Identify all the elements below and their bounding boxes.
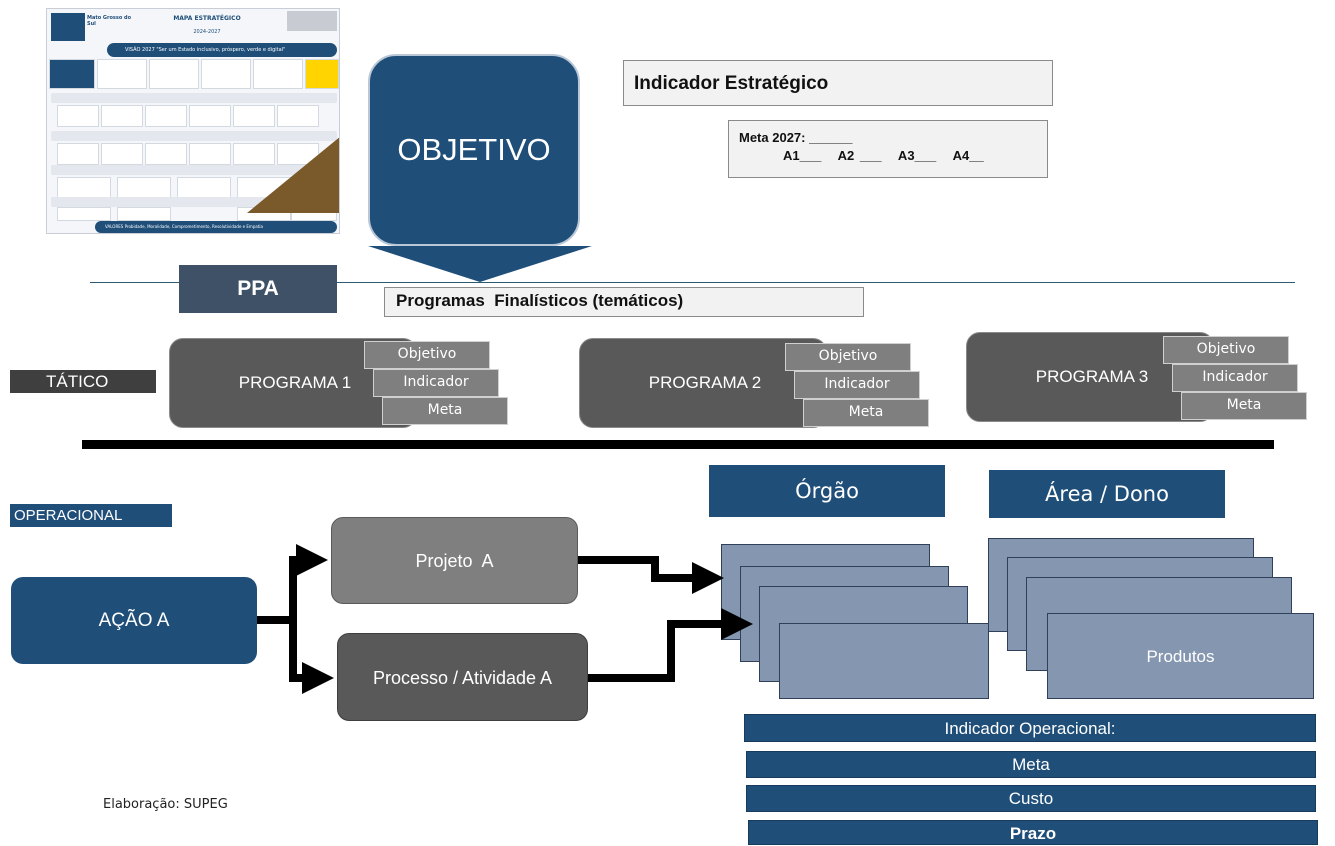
thumbnail-band (51, 197, 337, 207)
programa-2-indicador-chip: Indicador (794, 371, 920, 399)
meta-2027-box: Meta 2027: ______ A1___ A2 ___ A3___ A4_… (728, 120, 1048, 178)
operacional-label: OPERACIONAL (10, 504, 172, 527)
programa-1-objetivo-chip: Objetivo (364, 341, 490, 369)
acao-box: AÇÃO A (11, 577, 257, 664)
thumbnail-logo-text: Mato Grosso do Sul (87, 15, 132, 27)
strategic-map-thumbnail: Mato Grosso do Sul MAPA ESTRATÉGICO 2024… (46, 8, 340, 234)
thumbnail-band (51, 131, 337, 141)
meta-annual-line: A1___ A2 ___ A3___ A4__ (783, 148, 984, 163)
orgao-header: Órgão (709, 465, 945, 517)
programa-3-indicador-chip: Indicador (1172, 364, 1298, 392)
prazo-bar: Prazo (748, 820, 1318, 845)
meta-2027-line: Meta 2027: ______ (739, 130, 853, 145)
produtos-card: Produtos (1047, 613, 1314, 699)
thumbnail-band (51, 93, 337, 103)
tatico-label: TÁTICO (10, 370, 156, 393)
acao-to-projeto-arrow (257, 544, 328, 624)
thumbnail-values: VALORES Probidade, Moralidade, Compromet… (95, 221, 337, 233)
tactical-operational-divider (82, 440, 1274, 449)
thumbnail-vision: VISÃO 2027 "Ser um Estado inclusivo, pró… (107, 43, 337, 57)
brown-wedge (247, 77, 339, 213)
programas-finalisticos-box: Programas Finalísticos (temáticos) (384, 287, 864, 317)
processo-box: Processo / Atividade A (337, 633, 588, 721)
processo-to-orgao-arrow (588, 608, 753, 682)
programa-name: PROGRAMA 2 (648, 373, 762, 392)
area-dono-header: Área / Dono (989, 470, 1225, 518)
acao-to-processo-arrow (257, 616, 334, 694)
thumbnail-subtitle: 2024-2027 (193, 29, 221, 35)
programa-3-objetivo-chip: Objetivo (1163, 336, 1289, 364)
programa-3-meta-chip: Meta (1181, 392, 1307, 420)
thumbnail-title: MAPA ESTRATÉGICO (173, 15, 241, 22)
objetivo-down-arrow (368, 246, 592, 282)
programa-2-meta-chip: Meta (803, 399, 929, 427)
programa-2-objetivo-chip: Objetivo (785, 343, 911, 371)
programa-name: PROGRAMA 1 (238, 373, 352, 392)
indicador-operacional-bar: Indicador Operacional: (744, 714, 1316, 742)
state-logo (51, 13, 85, 41)
ppa-label: PPA (179, 265, 337, 313)
ppa-divider-line (90, 282, 1295, 283)
orgao-card (779, 623, 989, 699)
indicador-estrategico-box: Indicador Estratégico (623, 60, 1053, 106)
thumbnail-band (51, 165, 337, 175)
projeto-to-orgao-arrow (578, 556, 724, 594)
meta-bar: Meta (746, 751, 1316, 778)
programa-1-meta-chip: Meta (382, 397, 508, 425)
programa-name: PROGRAMA 3 (1035, 367, 1149, 386)
elaboracao-caption: Elaboração: SUPEG (103, 797, 228, 812)
programa-1-indicador-chip: Indicador (373, 369, 499, 397)
thumbnail-corner-box (287, 11, 337, 31)
custo-bar: Custo (746, 785, 1316, 812)
projeto-box: Projeto A (331, 517, 578, 604)
objetivo-box: OBJETIVO (368, 54, 580, 246)
